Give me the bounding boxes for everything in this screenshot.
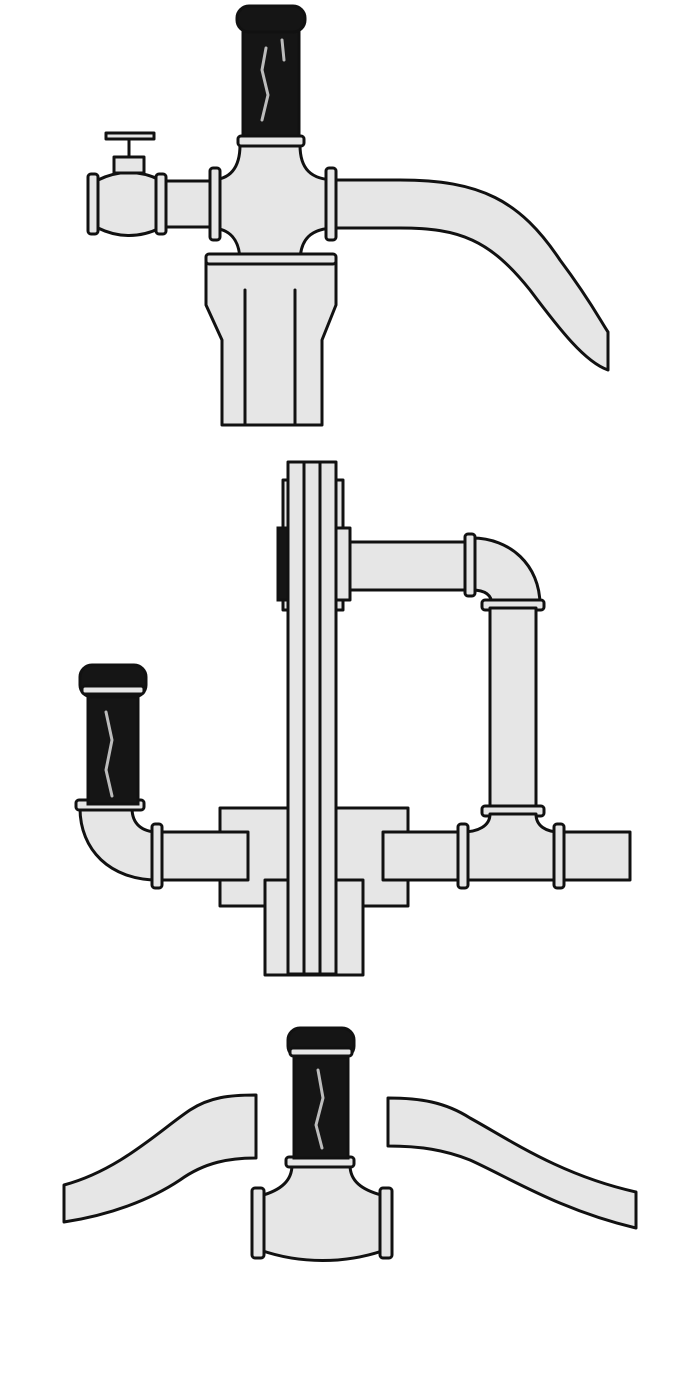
air-chamber-band [236,134,306,148]
collar [463,532,477,598]
upper-gland-ring [334,526,352,602]
air-chamber-band [288,1046,354,1058]
collar [250,1186,266,1260]
curved-supply-pipe [334,178,610,372]
right-curved-pipe [386,1096,638,1230]
air-chamber-cap [235,4,307,34]
cross-fitting [208,143,338,264]
collar [204,252,338,266]
left-elbow [78,806,160,882]
chamber-highlight [260,46,270,122]
right-inlet-pipe [381,830,467,882]
left-inlet-pipe [156,830,250,882]
valve-flange-left [86,172,100,236]
lower-riser [204,260,338,427]
air-chamber-band [80,684,146,696]
panel-middle [74,460,632,977]
air-chamber [86,686,140,806]
valve-flange-right [154,172,168,236]
chamber-highlight [280,38,286,62]
chamber-highlight [104,710,114,798]
collar [552,822,566,890]
tee-body [258,1163,387,1262]
valve-bonnet [112,155,146,175]
air-chamber [241,26,301,142]
collar [456,822,470,890]
right-tee [460,812,562,882]
bypass-top-pipe [348,540,474,592]
left-curved-pipe [62,1093,258,1224]
collar [208,166,222,242]
collar [324,166,338,242]
chamber-highlight [314,1068,325,1150]
bypass-down-pipe [488,606,538,812]
panel-bottom [62,1026,638,1262]
panel-top [86,4,610,427]
valve-handle [104,131,156,141]
collar [378,1186,394,1260]
collar [150,822,164,890]
shutoff-valve-body [96,171,162,237]
right-main-pipe [558,830,632,882]
bypass-elbow [470,536,542,607]
vertical-stack-outer [286,460,338,976]
